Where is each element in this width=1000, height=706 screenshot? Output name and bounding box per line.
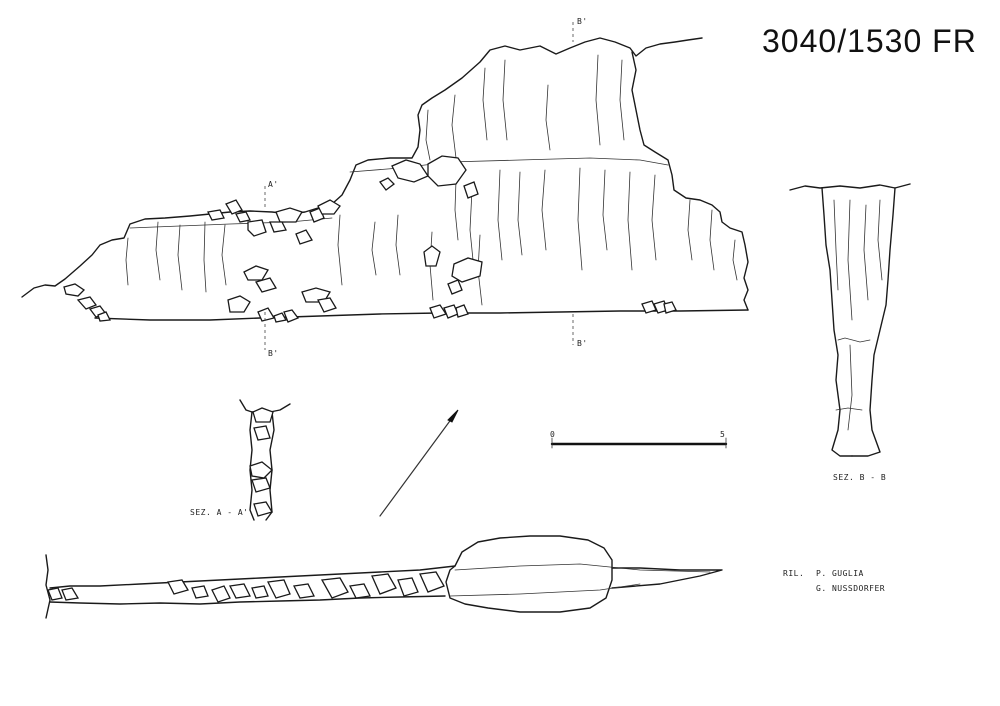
credits-surveyor-1: P. GUGLIA: [816, 569, 864, 578]
north-arrow: [379, 409, 459, 517]
plan-view: [45, 535, 723, 619]
cross-section-aa: SEZ. A - A': [190, 399, 291, 521]
scale-start-label: 0: [550, 430, 555, 439]
scale-end-label: 5: [720, 430, 725, 439]
section-b-right-mark: B': [577, 339, 588, 348]
section-b-top-mark: B': [577, 17, 588, 26]
section-bb-label: SEZ. B - B: [833, 473, 886, 482]
section-a-top-mark: A': [268, 180, 279, 189]
credits-prefix: RIL.: [783, 569, 804, 578]
scale-bar: 0 5: [550, 430, 728, 449]
breakdown-blocks: [63, 155, 677, 323]
longitudinal-section: A' B' B' B': [21, 17, 749, 358]
survey-credits: RIL. P. GUGLIA G. NUSSDORFER: [783, 569, 885, 593]
section-aa-label: SEZ. A - A': [190, 508, 248, 517]
section-b-left-mark: B': [268, 349, 279, 358]
catalog-number: 3040/1530 FR: [762, 23, 977, 59]
cross-section-bb: SEZ. B - B: [789, 183, 911, 482]
credits-surveyor-2: G. NUSSDORFER: [816, 584, 885, 593]
